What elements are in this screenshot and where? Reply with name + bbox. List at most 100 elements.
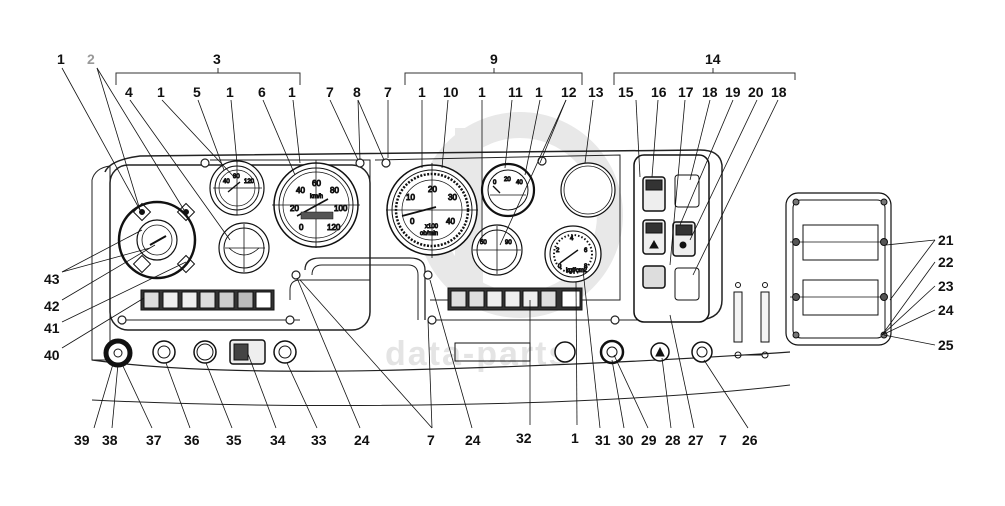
- relay-screw: [792, 293, 800, 301]
- callout-label: 1: [418, 84, 426, 100]
- callout-label: 1: [226, 84, 234, 100]
- callout-label: 35: [226, 432, 242, 448]
- bottom-callouts: 39 38 37 36 35 34 33 24 7 24 32 1 31 30 …: [74, 430, 758, 448]
- callout-label: 39: [74, 432, 90, 448]
- group-labels: 3 9 14: [213, 51, 721, 67]
- fuse-holders: [733, 282, 770, 359]
- callout-label: 37: [146, 432, 162, 448]
- pressure-unit: kgf/cm2: [566, 268, 588, 274]
- callout-label: 28: [665, 432, 681, 448]
- blank-switch-slot: [674, 174, 700, 208]
- relay-screw: [880, 198, 888, 206]
- speedometer: 0 20 40 60 80 100 120 km/h: [272, 160, 360, 248]
- callout-label: 26: [742, 432, 758, 448]
- gauge-tick: 120: [244, 179, 255, 185]
- warning-lamp: [468, 290, 485, 308]
- warning-lamp: [181, 291, 198, 309]
- callout-label: 20: [748, 84, 764, 100]
- tach-tick: 20: [428, 185, 437, 194]
- warning-lamp: [561, 290, 581, 308]
- pressure-tick: 2: [556, 248, 560, 254]
- callout-label: 29: [641, 432, 657, 448]
- callout-label: 40: [44, 347, 60, 363]
- pressure-gauge: 0 2 4 6 8 kgf/cm2: [544, 225, 602, 283]
- tach-tick: 40: [446, 217, 455, 226]
- top-callouts: 1 2 4 1 5 1 6 1 7 8 7 1 10 1 11 1 12 13 …: [57, 51, 787, 100]
- control-knob-29: [599, 339, 625, 365]
- warning-lamp: [218, 291, 235, 309]
- callout-label: 16: [651, 84, 667, 100]
- right-callouts: 21 22 23 24 25: [938, 232, 954, 353]
- speed-tick: 0: [299, 223, 304, 232]
- callout-label: 22: [938, 254, 954, 270]
- callout-label: 18: [771, 84, 787, 100]
- callout-label: 34: [270, 432, 286, 448]
- screw: [291, 270, 301, 280]
- relay-screw: [880, 293, 888, 301]
- callout-label: 7: [427, 432, 435, 448]
- speed-tick: 40: [296, 186, 305, 195]
- relay-box: [785, 192, 892, 346]
- screw: [355, 158, 365, 168]
- gauge-tick: 20: [504, 177, 511, 183]
- small-gauge-5: 40 80 120: [209, 160, 265, 216]
- warning-lamp: [199, 291, 216, 309]
- tach-tick: 0: [410, 217, 415, 226]
- callout-label: 41: [44, 320, 60, 336]
- relay-screw: [880, 238, 888, 246]
- callout-label: 32: [516, 430, 532, 446]
- callout-label: 43: [44, 271, 60, 287]
- callout-label: 24: [465, 432, 481, 448]
- small-gauge-11: 0 20 40: [480, 162, 536, 218]
- callout-label: 1: [288, 84, 296, 100]
- bottom-controls: [103, 338, 713, 368]
- callout-label: 1: [571, 430, 579, 446]
- screw: [285, 315, 295, 325]
- control-knob: [152, 340, 176, 364]
- indicator-lamp-n: [554, 341, 576, 363]
- callout-label: 21: [938, 232, 954, 248]
- leader-lines: [61, 67, 936, 429]
- blank-switch-slot: [674, 267, 700, 301]
- callout-label: 6: [258, 84, 266, 100]
- speed-unit: km/h: [310, 194, 323, 200]
- pressure-tick: 6: [584, 248, 588, 254]
- warning-lamp: [450, 290, 467, 308]
- callout-label: 13: [588, 84, 604, 100]
- callout-label: 17: [678, 84, 694, 100]
- callout-label: 23: [938, 278, 954, 294]
- callout-label: 1: [478, 84, 486, 100]
- tach-unit: x100: [425, 224, 439, 230]
- tach-tick: 10: [406, 193, 415, 202]
- warning-lamp: [504, 290, 521, 308]
- combined-gauge-cluster: [117, 200, 197, 280]
- warning-lamp: [237, 291, 254, 309]
- pressure-tick: 4: [570, 236, 574, 242]
- warning-lamp: [522, 290, 539, 308]
- warning-lamp: [540, 290, 557, 308]
- callout-label: 19: [725, 84, 741, 100]
- callout-label: 10: [443, 84, 459, 100]
- tach-tick: 30: [448, 193, 457, 202]
- control-knob: [273, 340, 297, 364]
- relay-screw: [792, 198, 800, 206]
- callout-label: 8: [353, 84, 361, 100]
- group-label-9: 9: [490, 51, 498, 67]
- switch-panel: [633, 154, 710, 323]
- callout-label: 25: [938, 337, 954, 353]
- ignition-switch: [103, 338, 133, 368]
- gauge-tick: 90: [505, 240, 512, 246]
- warning-lamp: [486, 290, 503, 308]
- left-callouts: 43 42 41 40: [44, 271, 60, 363]
- callout-label: 30: [618, 432, 634, 448]
- speed-tick: 120: [327, 223, 341, 232]
- callout-label: 4: [125, 84, 133, 100]
- gauge-tick: 40: [516, 180, 523, 186]
- callout-label: 11: [508, 84, 523, 100]
- callout-label: 38: [102, 432, 118, 448]
- callout-label: 33: [311, 432, 327, 448]
- small-gauge-4: [218, 222, 270, 274]
- callout-label: 12: [561, 84, 577, 100]
- callout-label: 15: [618, 84, 634, 100]
